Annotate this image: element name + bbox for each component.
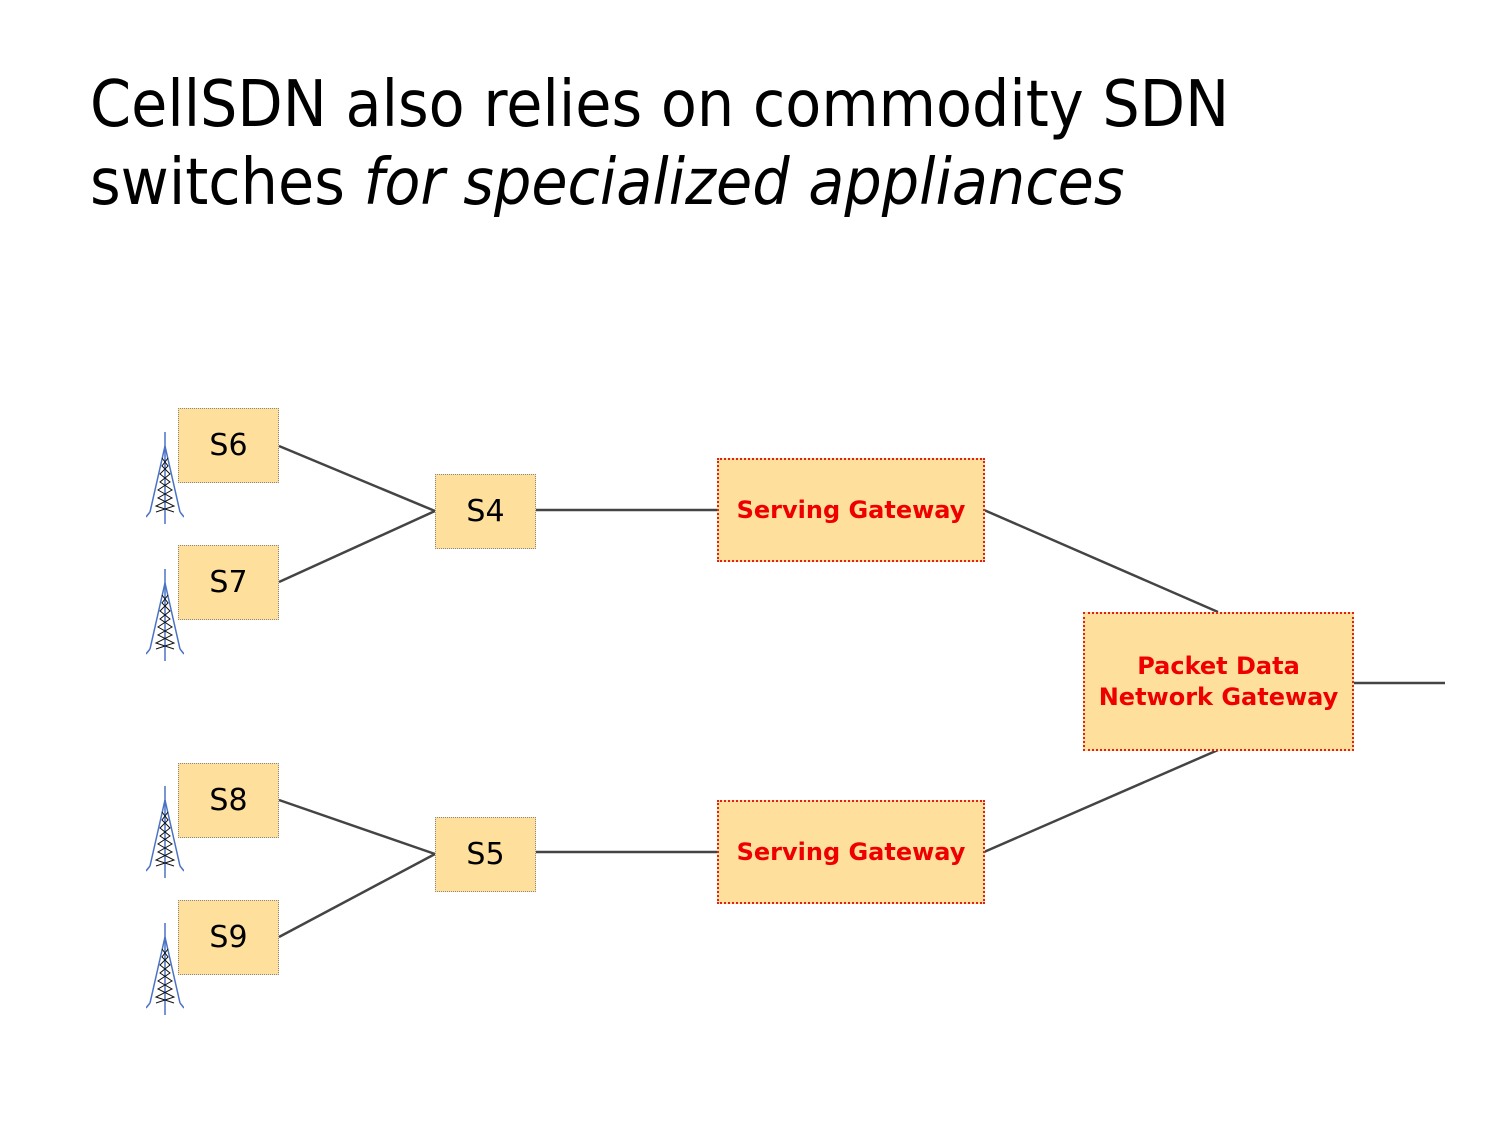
switch-label: S5 <box>466 837 505 872</box>
link-sgw1-pgw <box>983 508 1219 614</box>
cell-tower-icon <box>146 923 184 1015</box>
switch-label: S4 <box>466 494 505 529</box>
appliance-label: Serving Gateway <box>736 495 966 524</box>
switch-s6[interactable]: S6 <box>178 408 279 483</box>
title-line-2: switches for specialized appliances <box>90 144 1229 222</box>
link-s6-s4 <box>278 444 436 513</box>
appliance-label: Serving Gateway <box>736 837 966 866</box>
switch-label: S9 <box>209 920 248 955</box>
packet-data-network-gateway[interactable]: Packet Data Network Gateway <box>1083 612 1354 751</box>
serving-gateway-1[interactable]: Serving Gateway <box>717 458 985 562</box>
slide-title: CellSDN also relies on commodity SDN swi… <box>90 66 1229 222</box>
link-s7-s4 <box>278 509 436 584</box>
appliance-label-line-2: Network Gateway <box>1098 682 1339 711</box>
switch-s4[interactable]: S4 <box>435 474 536 549</box>
switch-s7[interactable]: S7 <box>178 545 279 620</box>
title-plain: switches <box>90 146 364 220</box>
title-line-1: CellSDN also relies on commodity SDN <box>90 68 1230 142</box>
switch-label: S7 <box>209 565 248 600</box>
cell-tower-icon <box>146 786 184 878</box>
link-s8-s5 <box>278 798 436 856</box>
link-s9-s5 <box>278 852 436 939</box>
cell-tower-icon <box>146 432 184 524</box>
cell-tower-icon <box>146 569 184 661</box>
appliance-label-line-1: Packet Data <box>1137 651 1300 680</box>
title-italic: for specialized appliances <box>363 146 1125 220</box>
switch-s9[interactable]: S9 <box>178 900 279 975</box>
switch-s8[interactable]: S8 <box>178 763 279 838</box>
switch-s5[interactable]: S5 <box>435 817 536 892</box>
switch-label: S8 <box>209 783 248 818</box>
serving-gateway-2[interactable]: Serving Gateway <box>717 800 985 904</box>
switch-label: S6 <box>209 428 248 463</box>
link-sgw2-pgw <box>983 748 1219 854</box>
